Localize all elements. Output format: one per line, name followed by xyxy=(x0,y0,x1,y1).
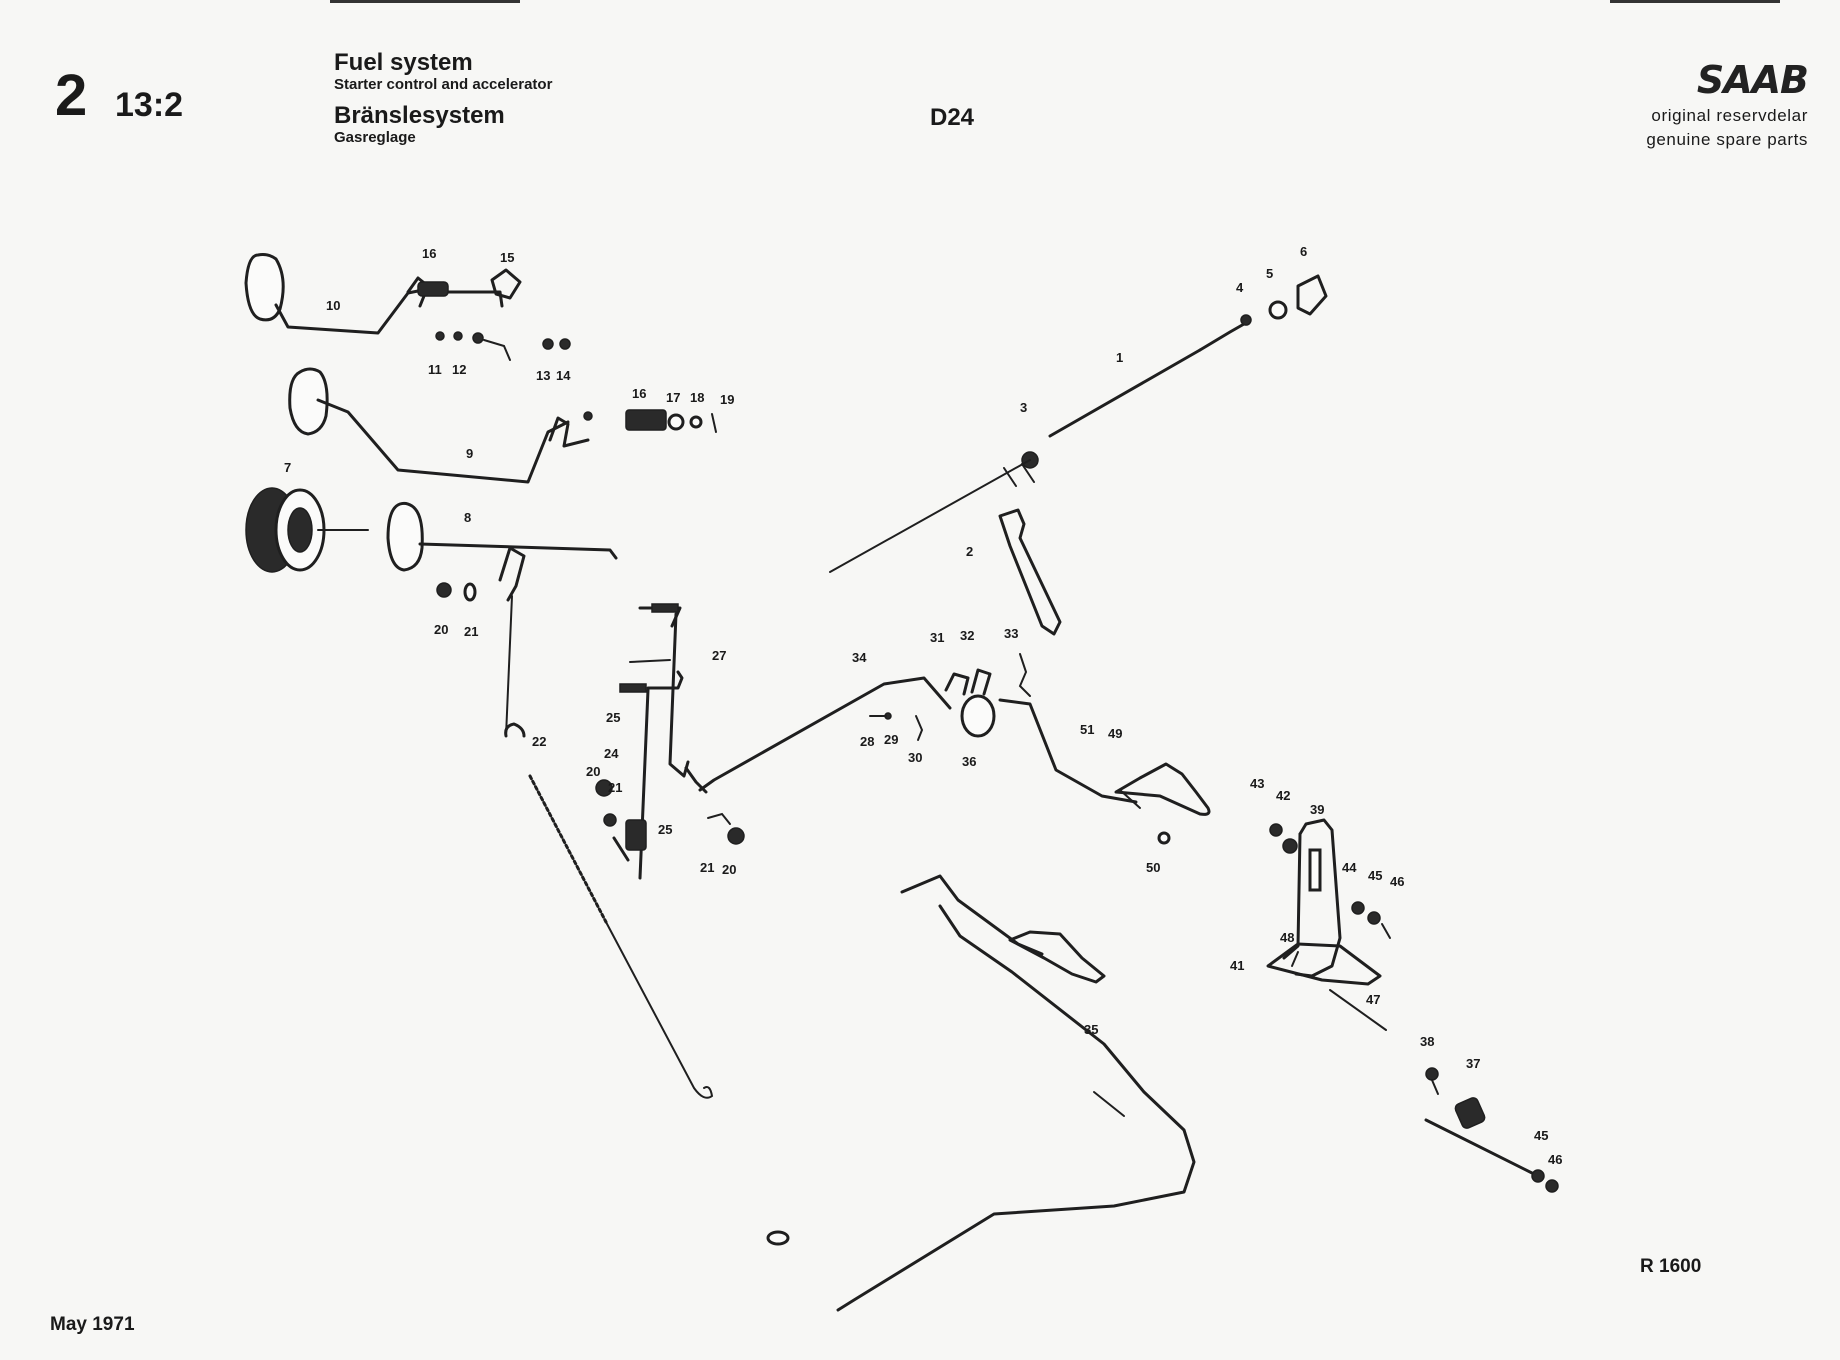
callout: 29 xyxy=(884,732,898,747)
callout: 8 xyxy=(464,510,471,525)
callout: 39 xyxy=(1310,802,1324,817)
title-english: Fuel system xyxy=(334,49,473,76)
reference-code: R 1600 xyxy=(1640,1256,1702,1277)
subsection-number: 13:2 xyxy=(115,86,184,124)
subtitle-english: Starter control and accelerator xyxy=(334,76,553,94)
callout: 21 xyxy=(464,624,478,639)
throttle-shaft-34 xyxy=(698,653,1138,804)
callout: 7 xyxy=(284,460,291,475)
callout: 47 xyxy=(1366,992,1380,1007)
section-number: 2 xyxy=(55,63,88,128)
callout: 46 xyxy=(1548,1152,1562,1167)
callout: 20 xyxy=(586,764,600,779)
publication-date: May 1971 xyxy=(50,1314,135,1335)
brand-line-swedish: original reservdelar xyxy=(1651,106,1808,125)
callout: 19 xyxy=(720,392,734,407)
pivot-37 xyxy=(1424,1067,1559,1193)
callout: 32 xyxy=(960,628,974,643)
callout: 21 xyxy=(700,860,714,875)
accelerator-rod-35 xyxy=(766,874,1196,1312)
knob-rod-10 xyxy=(244,253,571,361)
brand-block: SAAB original reservdelar genuine spare … xyxy=(1646,58,1809,150)
callout: 49 xyxy=(1108,726,1122,741)
callout: 33 xyxy=(1004,626,1018,641)
callout: 34 xyxy=(852,650,867,665)
callout: 31 xyxy=(930,630,944,645)
callout: 12 xyxy=(452,362,466,377)
knob-rod-9 xyxy=(288,367,717,484)
callout: 17 xyxy=(666,390,680,405)
top-rule-left xyxy=(330,0,520,3)
callout: 20 xyxy=(722,862,736,877)
callout: 22 xyxy=(532,734,546,749)
callout: 10 xyxy=(326,298,340,313)
callout: 13 xyxy=(536,368,550,383)
callout: 27 xyxy=(712,648,726,663)
callout: 38 xyxy=(1420,1034,1434,1049)
grommet-7 xyxy=(245,487,369,573)
subtitle-swedish: Gasreglage xyxy=(334,129,416,147)
callout: 9 xyxy=(466,446,473,461)
choke-cable-1 xyxy=(829,274,1328,636)
title-block: Fuel system Starter control and accelera… xyxy=(334,50,552,146)
title-swedish: Bränslesystem xyxy=(334,101,505,129)
bracket-39 xyxy=(1266,818,1391,1031)
callout: 48 xyxy=(1280,930,1294,945)
knob-rod-8 xyxy=(386,501,618,602)
callout: 4 xyxy=(1236,280,1244,295)
callout: 11 xyxy=(428,362,442,377)
top-rule-right xyxy=(1610,0,1780,3)
pedal-49 xyxy=(1114,762,1211,845)
callout: 15 xyxy=(500,250,514,265)
callout: 30 xyxy=(908,750,922,765)
callout: 16 xyxy=(632,386,646,401)
callout: 46 xyxy=(1390,874,1404,889)
callout: 16 xyxy=(422,246,436,261)
callout: 14 xyxy=(556,368,571,383)
callout-labels: 1 2 3 4 5 6 7 8 9 10 11 12 13 14 15 16 1… xyxy=(284,244,1562,1167)
callout: 43 xyxy=(1250,776,1264,791)
callout: 45 xyxy=(1534,1128,1548,1143)
callout: 21 xyxy=(608,780,622,795)
saab-logo: SAAB xyxy=(1696,58,1809,102)
callout: 3 xyxy=(1020,400,1027,415)
callout: 25 xyxy=(658,822,672,837)
callout: 5 xyxy=(1266,266,1273,281)
callout: 1 xyxy=(1116,350,1123,365)
callout: 2 xyxy=(966,544,973,559)
callout: 20 xyxy=(434,622,448,637)
callout: 18 xyxy=(690,390,704,405)
callout: 35 xyxy=(1084,1022,1098,1037)
callout: 41 xyxy=(1230,958,1244,973)
callout: 42 xyxy=(1276,788,1290,803)
callout: 50 xyxy=(1146,860,1160,875)
return-spring-22 xyxy=(504,595,714,1099)
callout: 45 xyxy=(1368,868,1382,883)
callout: 44 xyxy=(1342,860,1357,875)
engine-model: D24 xyxy=(930,104,975,131)
brand-line-english: genuine spare parts xyxy=(1646,130,1808,149)
callout: 28 xyxy=(860,734,874,749)
callout: 37 xyxy=(1466,1056,1480,1071)
callout: 25 xyxy=(606,710,620,725)
callout: 36 xyxy=(962,754,976,769)
callout: 6 xyxy=(1300,244,1307,259)
callout: 51 xyxy=(1080,722,1094,737)
callout: 24 xyxy=(604,746,619,761)
linkage-24-27 xyxy=(595,603,745,880)
